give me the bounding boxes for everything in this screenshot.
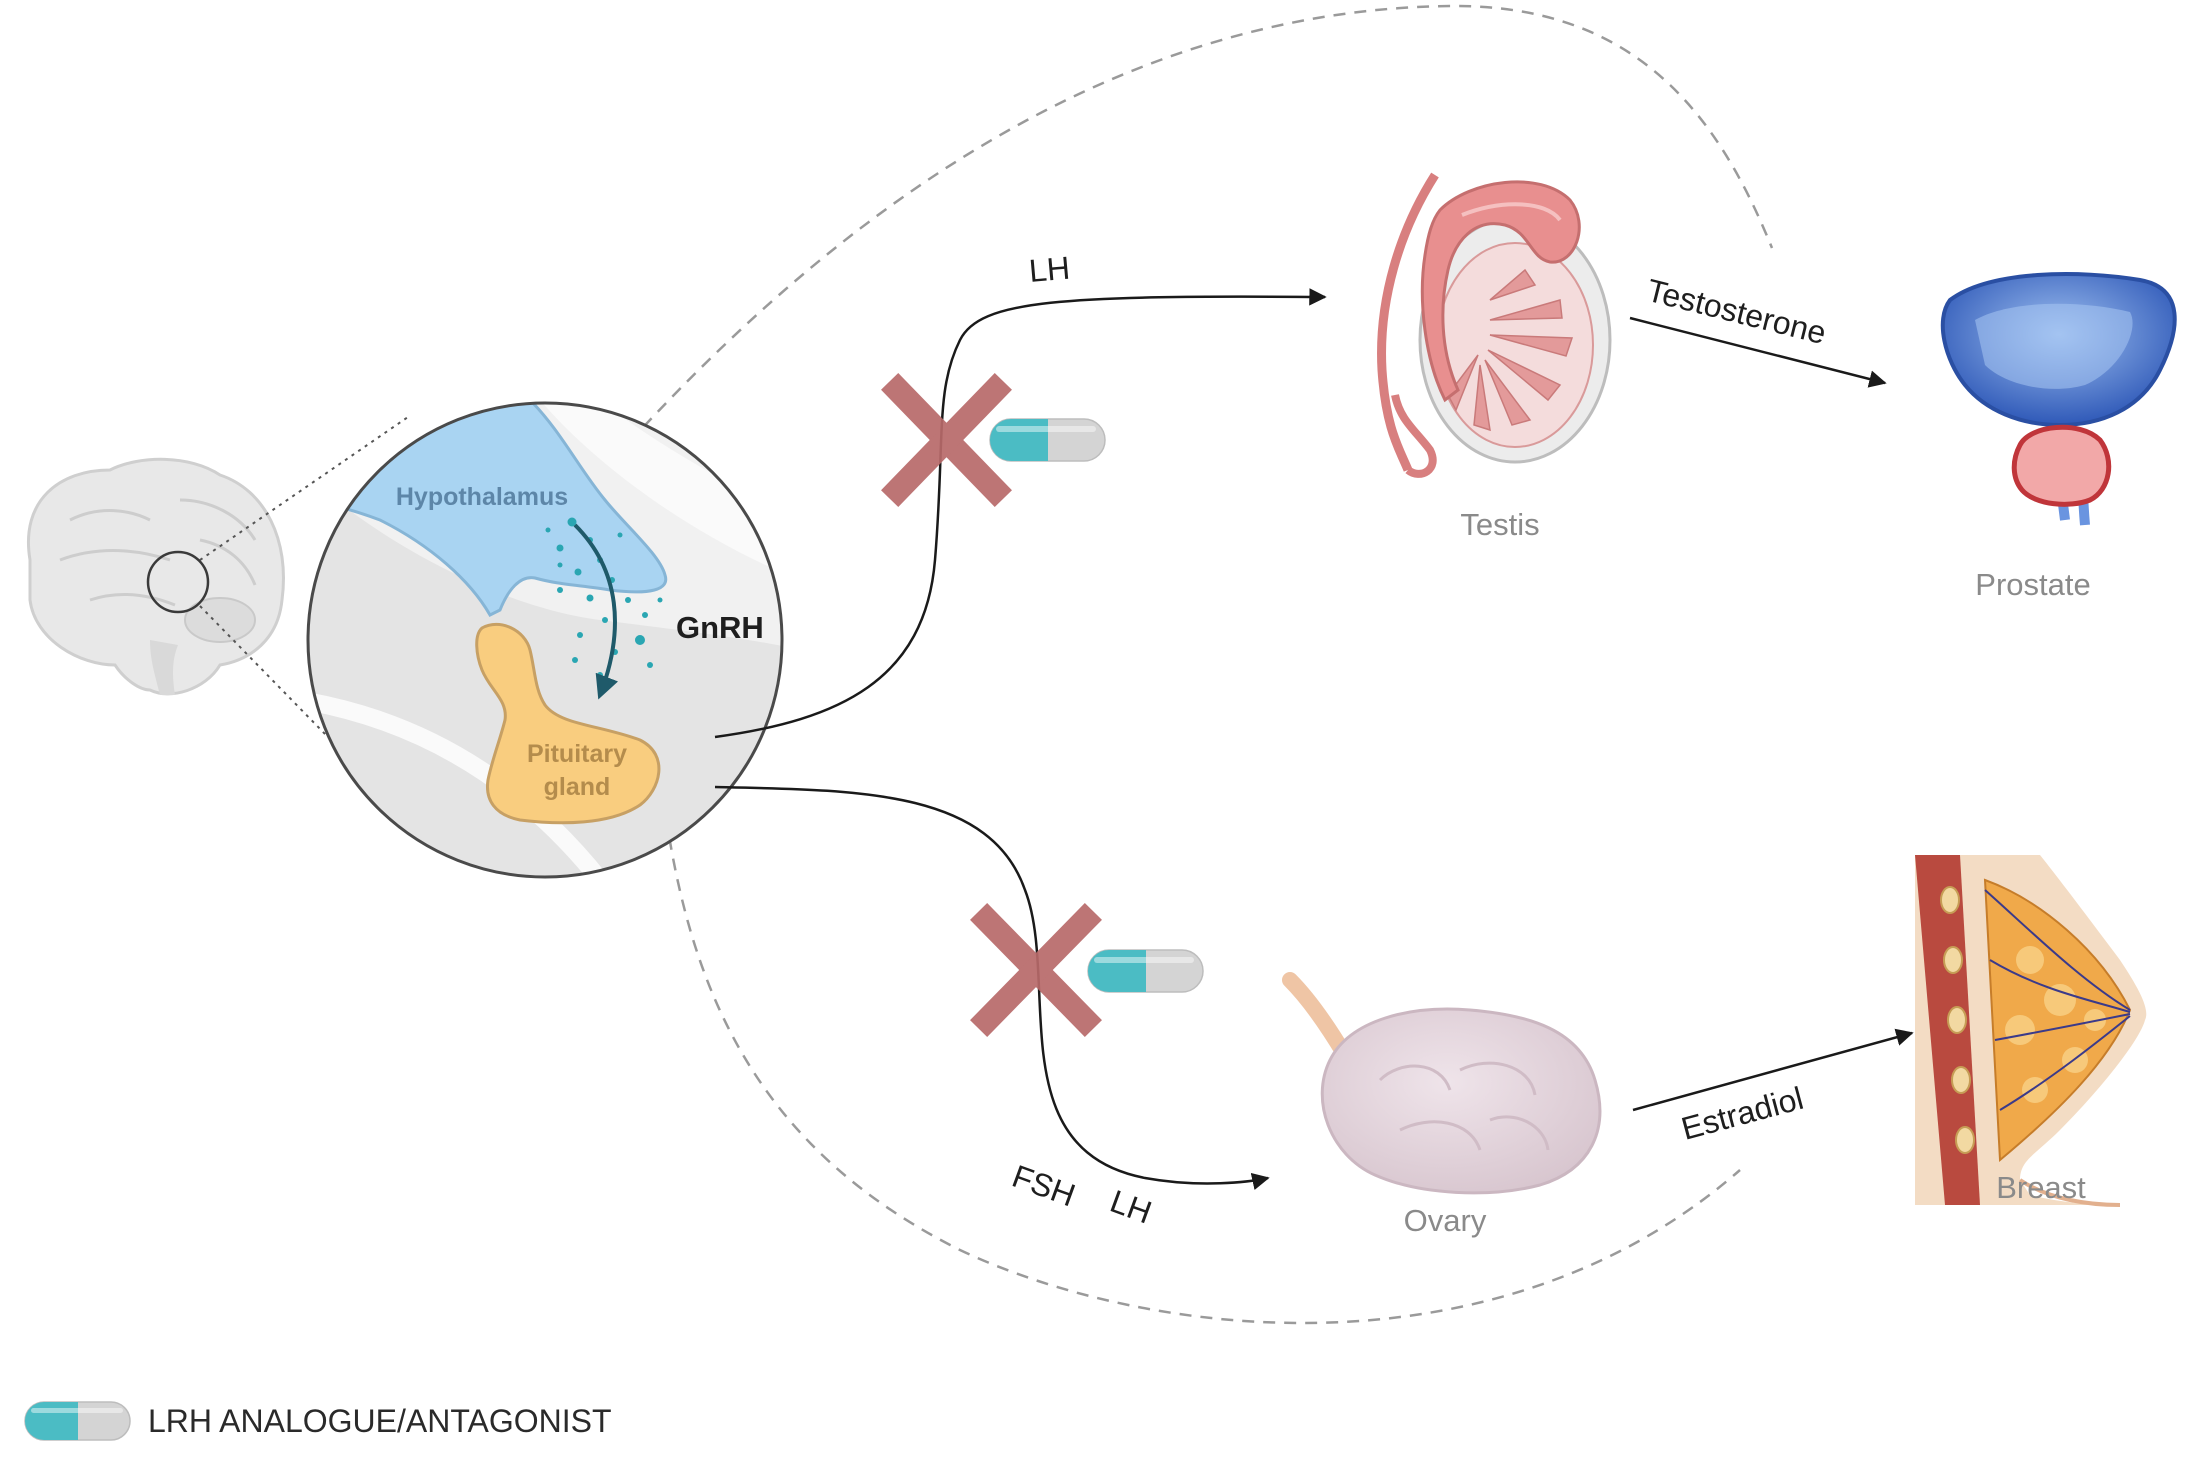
testosterone-label: Testosterone [1643,272,1829,351]
zoom-guide-top [199,416,409,561]
prostate-icon [1940,272,2177,526]
testosterone-arrow [1629,316,1887,388]
brain-icon [27,457,285,696]
fsh-label: FSH [1008,1158,1080,1214]
pill-icon [1087,949,1204,993]
pill-icon [24,1401,131,1441]
breast-label: Breast [1996,1170,2086,1205]
block-cross-icon [881,373,1012,507]
prostate-label: Prostate [1975,567,2090,602]
legend: LRH ANALOGUE/ANTAGONIST [24,1401,612,1441]
ovary-icon [1282,972,1602,1195]
ovary-label: Ovary [1404,1203,1487,1238]
feedback-loop-bottom [648,649,1741,1325]
feedback-loop-top [614,4,1774,459]
breast-icon [1915,855,2147,1207]
hypothalamus-label: Hypothalamus [396,483,568,511]
pituitary-gland [475,622,661,825]
gnrh-release-arrow [573,523,619,700]
gnrh-label: GnRH [676,610,764,645]
pituitary-label-line1: Pituitary [527,740,627,768]
estradiol-label: Estradiol [1677,1080,1807,1147]
estradiol-arrow [1632,1028,1914,1112]
testis-icon [1377,172,1612,478]
pituitary-label-line2: gland [544,773,611,801]
zoom-circle [306,401,784,879]
block-cross-icon [970,903,1102,1037]
lh-pathway-arrow [714,288,1327,739]
pill-icon [989,418,1106,462]
testis-label: Testis [1460,507,1539,542]
lh-top-label: LH [1027,250,1071,289]
lh-bottom-label: LH [1106,1183,1157,1231]
legend-label: LRH ANALOGUE/ANTAGONIST [148,1403,612,1439]
brain-zoom-marker [146,550,210,614]
